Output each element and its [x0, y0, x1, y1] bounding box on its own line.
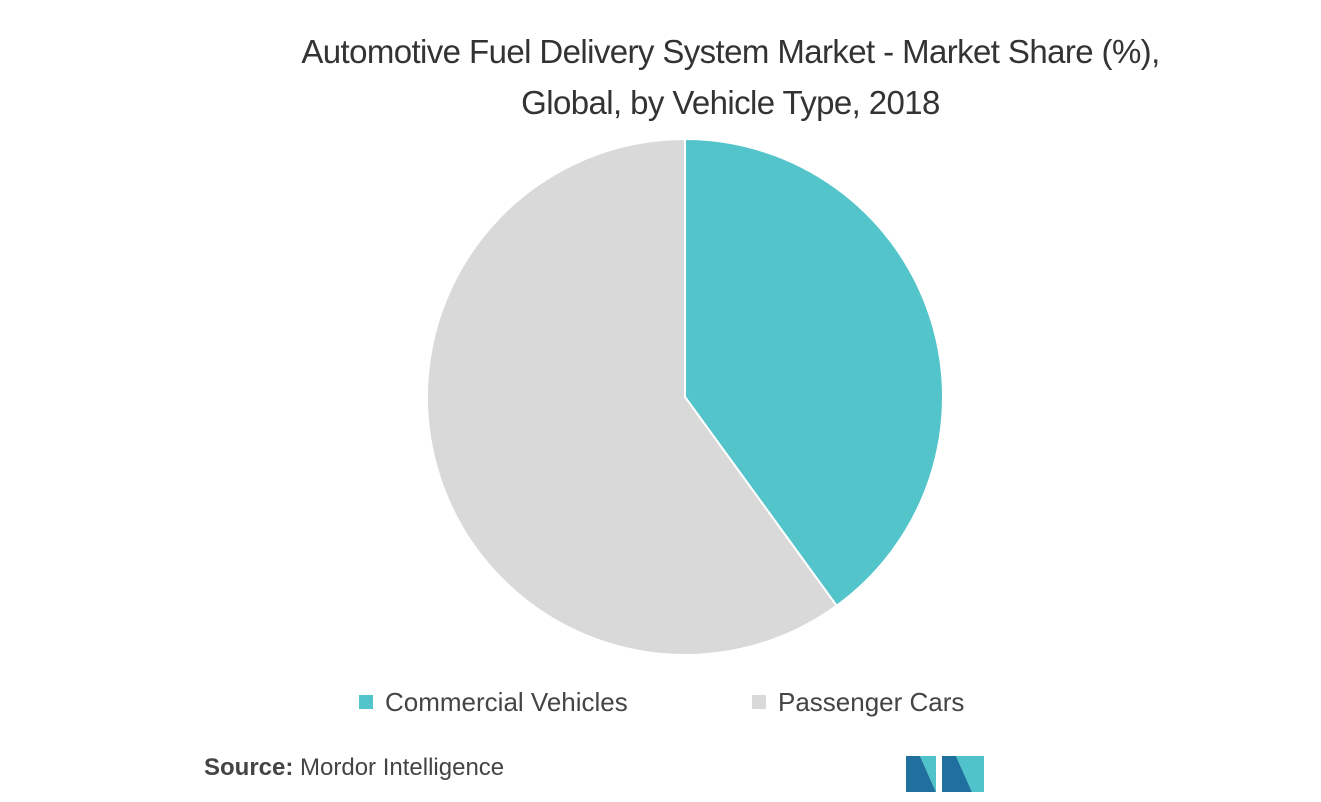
- legend-item-commercial-vehicles: Commercial Vehicles: [359, 682, 628, 722]
- pie-slice-commercial-vehicles: [684, 137, 944, 608]
- pie-slice-passenger-cars: [426, 137, 839, 656]
- source-text: Mordor Intelligence: [300, 754, 505, 781]
- logo-shape-right-accent: [956, 756, 972, 792]
- legend-label-commercial-vehicles: Commercial Vehicles: [385, 687, 628, 717]
- pie-slices: [426, 137, 944, 656]
- chart-title-line-1: Automotive Fuel Delivery System Market -…: [301, 33, 1160, 70]
- logo-shape-left-accent: [920, 756, 936, 792]
- legend-swatch-commercial-vehicles: [359, 695, 373, 709]
- source-label: Source:: [204, 754, 294, 781]
- logo-shape-left: [906, 756, 936, 792]
- legend-item-passenger-cars: Passenger Cars: [752, 682, 964, 722]
- legend-swatch-passenger-cars: [752, 695, 766, 709]
- logo-shape-right: [942, 756, 972, 792]
- legend-label-passenger-cars: Passenger Cars: [778, 687, 965, 717]
- chart-title-line-2: Global, by Vehicle Type, 2018: [521, 84, 940, 121]
- mordor-intelligence-logo-icon: [906, 756, 984, 792]
- legend: Commercial Vehicles Passenger Cars: [0, 682, 1321, 722]
- logo-shape-bar: [972, 756, 984, 792]
- source-note: Source: Mordor Intelligence: [204, 750, 504, 786]
